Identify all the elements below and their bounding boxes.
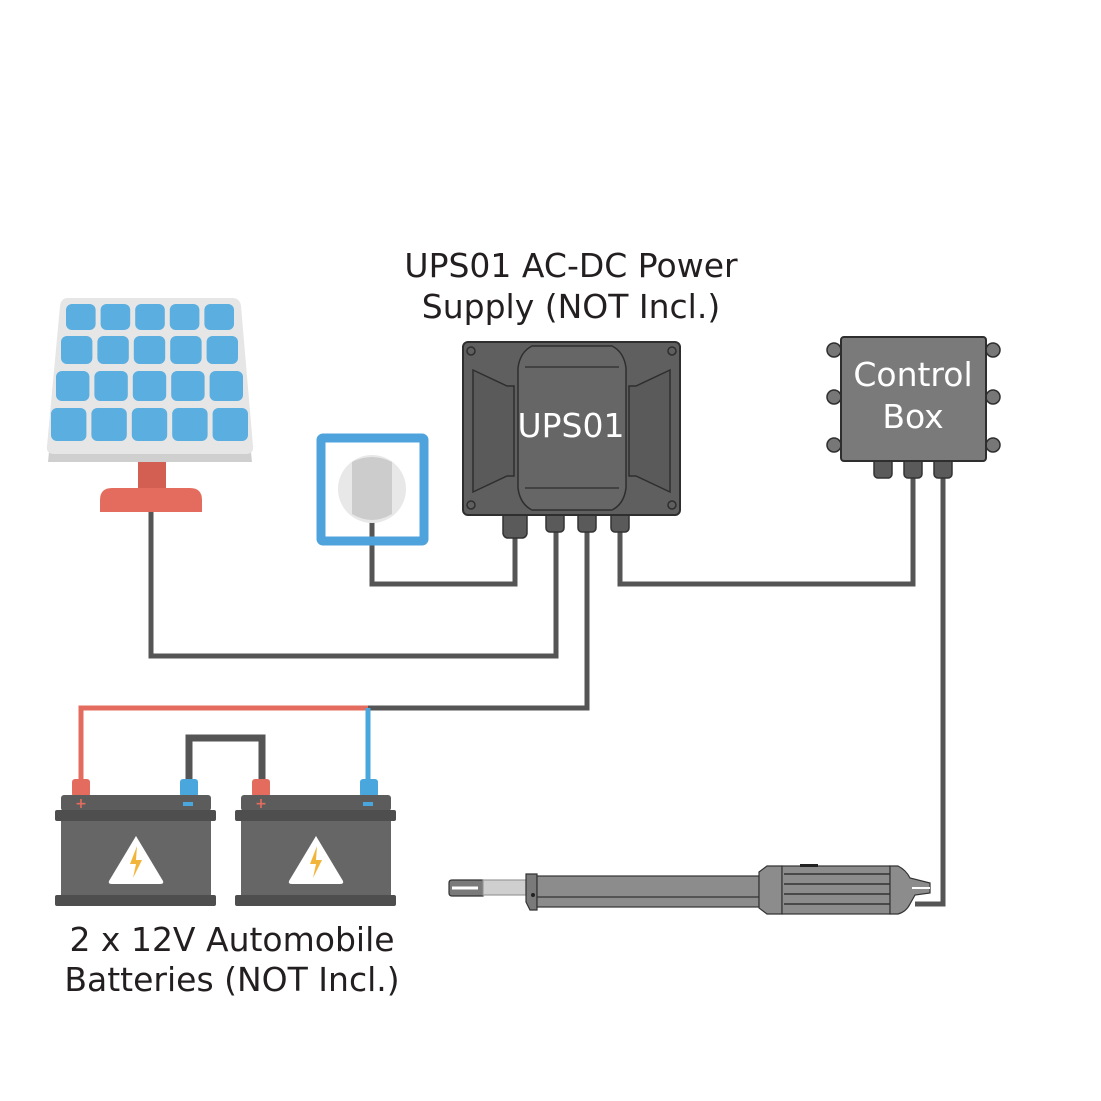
solar-cell: [170, 336, 202, 364]
solar-cell: [171, 371, 205, 401]
actuator-top-button: [800, 864, 818, 867]
battery-terminal-negative: [360, 779, 378, 797]
ups-right-vent: [628, 368, 671, 494]
battery-negative-symbol: [183, 802, 193, 806]
solar-cell: [91, 408, 127, 441]
ups-center-panel: [517, 345, 627, 511]
battery-2: +: [235, 779, 396, 906]
battery-positive-symbol: +: [75, 796, 87, 812]
solar-cells: [51, 304, 248, 441]
solar-stand-base: [100, 488, 202, 512]
solar-cell: [100, 304, 131, 330]
solar-cell: [131, 408, 168, 441]
battery-lid-band: [235, 810, 396, 821]
solar-cell: [204, 304, 234, 330]
actuator-collar: [525, 873, 538, 911]
battery-negative-symbol: [363, 802, 373, 806]
solar-cell: [209, 371, 243, 401]
wire-ups-to-control: [617, 476, 916, 587]
battery-positive-symbol: +: [255, 796, 267, 812]
control-box-label-line1: Control: [853, 355, 972, 394]
battery-base-band: [55, 895, 216, 906]
control-box-body: [840, 336, 987, 462]
labels: UPS01 AC-DC Power Supply (NOT Incl.) 2 x…: [64, 246, 738, 999]
battery-terminal-positive: [72, 779, 90, 797]
control-box-label-line2: Box: [882, 397, 943, 436]
ups01-device: UPS01: [462, 341, 681, 539]
solar-cell: [66, 304, 96, 330]
batteries-title-line1: 2 x 12V Automobile: [69, 920, 394, 959]
solar-cell: [61, 336, 93, 364]
battery-top: [61, 795, 211, 811]
socket-insert: [352, 457, 392, 520]
solar-cell: [51, 408, 87, 441]
wire-battery-bridge: [185, 734, 266, 782]
ups-title-line1: UPS01 AC-DC Power: [404, 246, 738, 285]
wire-battery-positive: [78, 705, 368, 782]
solar-cell: [212, 408, 248, 441]
actuator-motor-housing: [781, 865, 891, 915]
battery-1: +: [55, 779, 216, 906]
lightning-bolt-icon: [310, 846, 322, 878]
control-box-mounting-lugs: [826, 342, 1001, 453]
wall-socket: [316, 433, 429, 546]
linear-actuator: [448, 864, 931, 915]
batteries-title-line2: Batteries (NOT Incl.): [64, 960, 399, 999]
solar-cell: [97, 336, 129, 364]
solar-cell: [94, 371, 128, 401]
solar-cell: [206, 336, 238, 364]
ups-title-line2: Supply (NOT Incl.): [422, 287, 720, 326]
ups-screws: [466, 346, 677, 510]
ups-device-label: UPS01: [518, 406, 625, 445]
battery-terminal-negative: [180, 779, 198, 797]
solar-cell: [132, 371, 167, 401]
solar-cell: [56, 371, 90, 401]
wire-battery-to-ups: [368, 530, 590, 711]
solar-cell: [172, 408, 208, 441]
wires: [78, 476, 946, 907]
actuator-motor-neck: [758, 865, 783, 915]
actuator-piston-rod: [482, 879, 527, 896]
actuator-tube: [536, 875, 760, 908]
control-box: Control Box: [826, 336, 1001, 479]
ups-left-vent: [472, 368, 515, 494]
battery-terminal-positive: [252, 779, 270, 797]
solar-cell: [133, 336, 166, 364]
wire-control-to-actuator: [915, 476, 946, 907]
solar-cell: [169, 304, 200, 330]
solar-cell: [135, 304, 165, 330]
wire-solar-to-ups: [148, 512, 559, 659]
socket-frame: [316, 433, 429, 546]
actuator-end-cap: [889, 865, 931, 915]
solar-panel: [46, 298, 254, 512]
lightning-bolt-icon: [130, 846, 142, 878]
battery-top: [241, 795, 391, 811]
battery-lid-band: [55, 810, 216, 821]
battery-base-band: [235, 895, 396, 906]
